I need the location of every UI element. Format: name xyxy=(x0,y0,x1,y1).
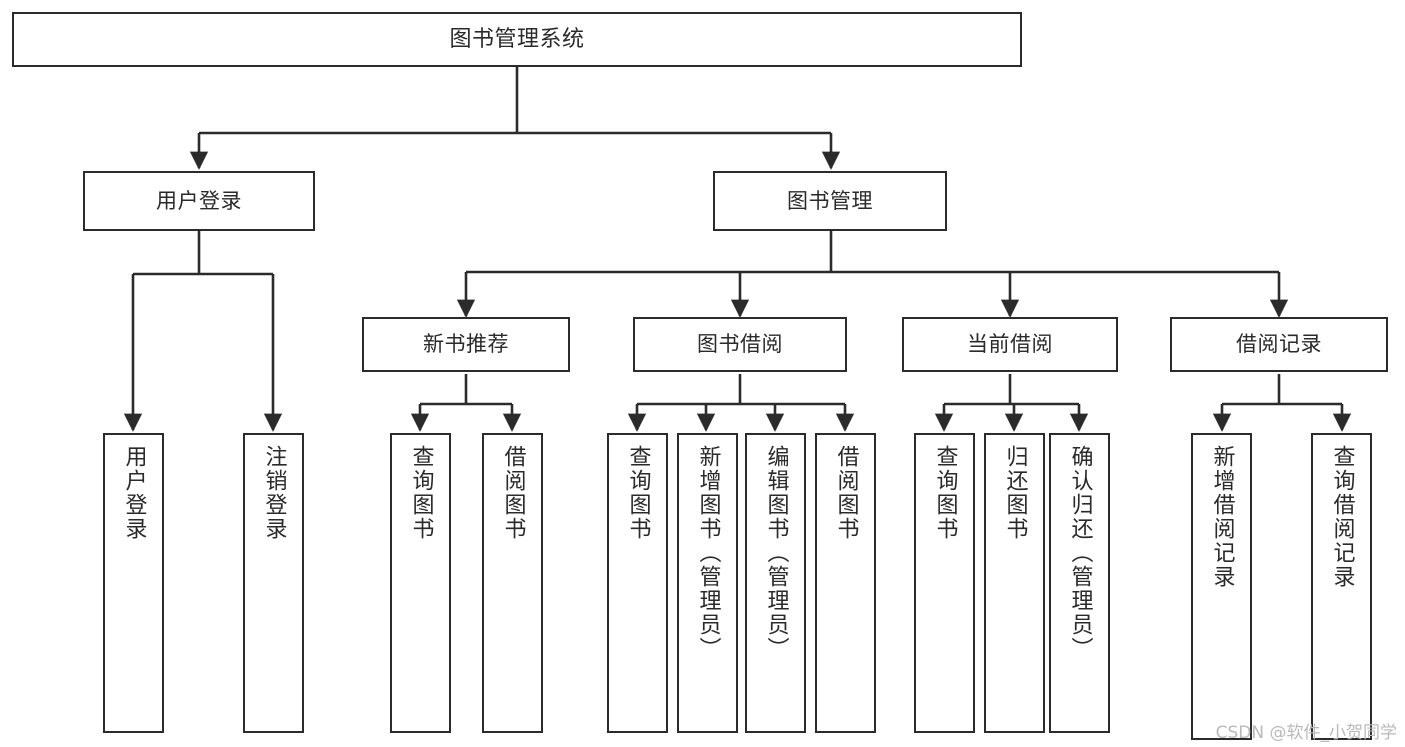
node-new-book-recommend[interactable]: 新书推荐 xyxy=(362,317,570,372)
leaf-new-book-borrow-book[interactable]: 借阅图书 xyxy=(482,433,543,733)
node-book-management[interactable]: 图书管理 xyxy=(713,171,947,231)
leaf-borrow-record-add-record[interactable]: 新增借阅记录 xyxy=(1191,433,1252,740)
leaf-book-borrow-edit-book-admin[interactable]: 编辑图书（管理员） xyxy=(745,433,806,733)
node-current-borrow[interactable]: 当前借阅 xyxy=(902,317,1118,372)
csdn-watermark: CSDN @软件_小贺同学 xyxy=(1215,723,1397,743)
leaf-user-login-login[interactable]: 用户登录 xyxy=(103,433,164,733)
leaf-current-borrow-query-book[interactable]: 查询图书 xyxy=(914,433,975,733)
node-borrow-record[interactable]: 借阅记录 xyxy=(1170,317,1388,372)
leaf-book-borrow-query-book[interactable]: 查询图书 xyxy=(607,433,668,733)
leaf-current-borrow-confirm-return-admin[interactable]: 确认归还（管理员） xyxy=(1049,433,1110,733)
node-book-borrow[interactable]: 图书借阅 xyxy=(633,317,847,372)
leaf-current-borrow-return-book[interactable]: 归还图书 xyxy=(984,433,1045,733)
leaf-user-login-logout[interactable]: 注销登录 xyxy=(243,433,304,733)
node-root-book-management-system[interactable]: 图书管理系统 xyxy=(12,12,1022,67)
leaf-book-borrow-add-book-admin[interactable]: 新增图书（管理员） xyxy=(677,433,738,733)
node-user-login[interactable]: 用户登录 xyxy=(83,171,315,231)
leaf-new-book-query-book[interactable]: 查询图书 xyxy=(390,433,451,733)
leaf-book-borrow-borrow-book[interactable]: 借阅图书 xyxy=(815,433,876,733)
leaf-borrow-record-query-record[interactable]: 查询借阅记录 xyxy=(1311,433,1372,740)
